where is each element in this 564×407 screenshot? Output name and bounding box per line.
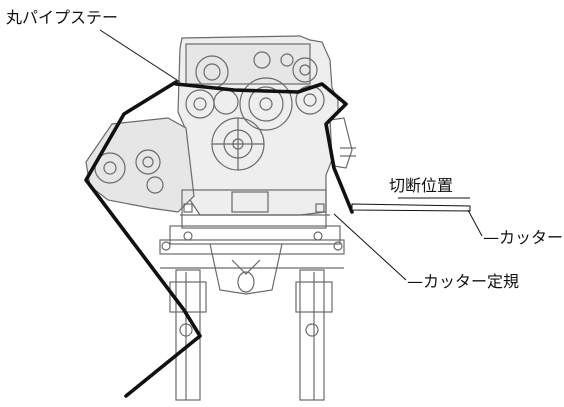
- cutting-position-label: 切断位置: [389, 176, 454, 195]
- cutter-blade: [351, 203, 471, 212]
- cutter-gauge-leader: [333, 213, 407, 281]
- cutter-gauge-label: —カッター定規: [407, 272, 520, 291]
- cutter-label: —カッター —: [483, 228, 564, 247]
- round-pipe-stay-line-upper: [174, 82, 354, 214]
- machine-body: [85, 35, 356, 401]
- round-pipe-stay-line: [84, 80, 202, 398]
- round-pipe-stay-leader: [99, 29, 181, 83]
- cutter-label-text: カッター: [499, 228, 564, 247]
- round-pipe-stay-label: 丸パイプステー: [6, 8, 119, 27]
- cutter-leader: [467, 209, 483, 237]
- cutter-gauge-label-text: カッター定規: [423, 272, 520, 291]
